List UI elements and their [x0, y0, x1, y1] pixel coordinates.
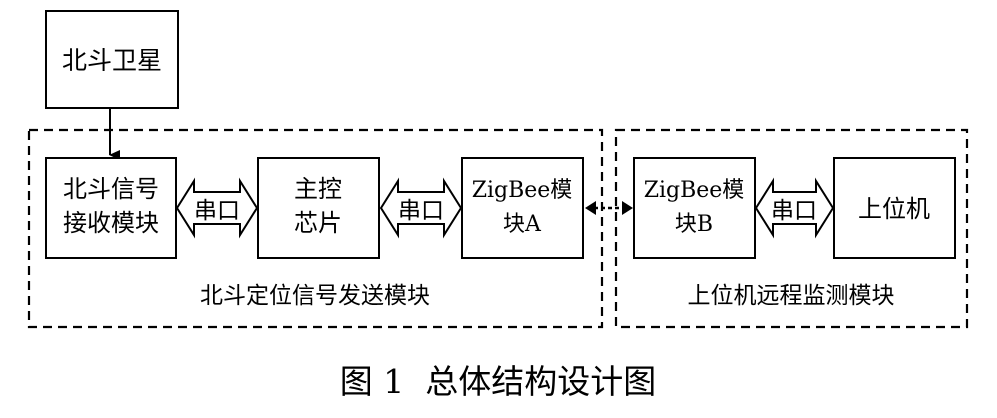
group-host-monitor: [614, 128, 969, 329]
receiver-label-line-1: 北斗信号: [63, 175, 159, 203]
figure-caption: 图 1 总体结构设计图: [340, 362, 656, 401]
group-right-label: 上位机远程监测模块: [688, 283, 895, 309]
group-beidou-transmitter: [27, 128, 604, 329]
zigbee-a-box: [461, 157, 584, 259]
mcu-label-line-1: 主控: [294, 175, 342, 203]
satellite-label: 北斗卫星: [62, 46, 162, 75]
serial-label-3: 串口: [771, 198, 817, 224]
receiver-label-line-2: 接收模块: [63, 209, 159, 237]
wireless-link-arrow-left: [585, 201, 596, 215]
host-label: 上位机: [858, 195, 930, 223]
wireless-link-arrow-right: [622, 201, 633, 215]
zigbee-b-label-line-1: ZigBee模: [644, 178, 745, 203]
mcu-label-line-2: 芯片: [294, 209, 342, 237]
serial-label-2: 串口: [398, 198, 444, 224]
zigbee-a-label-line-2: 块A: [503, 212, 542, 237]
mcu-box: [257, 157, 380, 259]
zigbee-b-label-line-2: 块B: [675, 212, 713, 237]
receiver-box: [45, 157, 177, 259]
zigbee-a-label-line-1: ZigBee模: [472, 178, 573, 203]
serial-label-1: 串口: [194, 198, 240, 224]
satellite-box: [45, 10, 179, 109]
zigbee-b-box: [633, 157, 756, 259]
group-left-label: 北斗定位信号发送模块: [200, 283, 430, 309]
host-box: [833, 157, 956, 259]
